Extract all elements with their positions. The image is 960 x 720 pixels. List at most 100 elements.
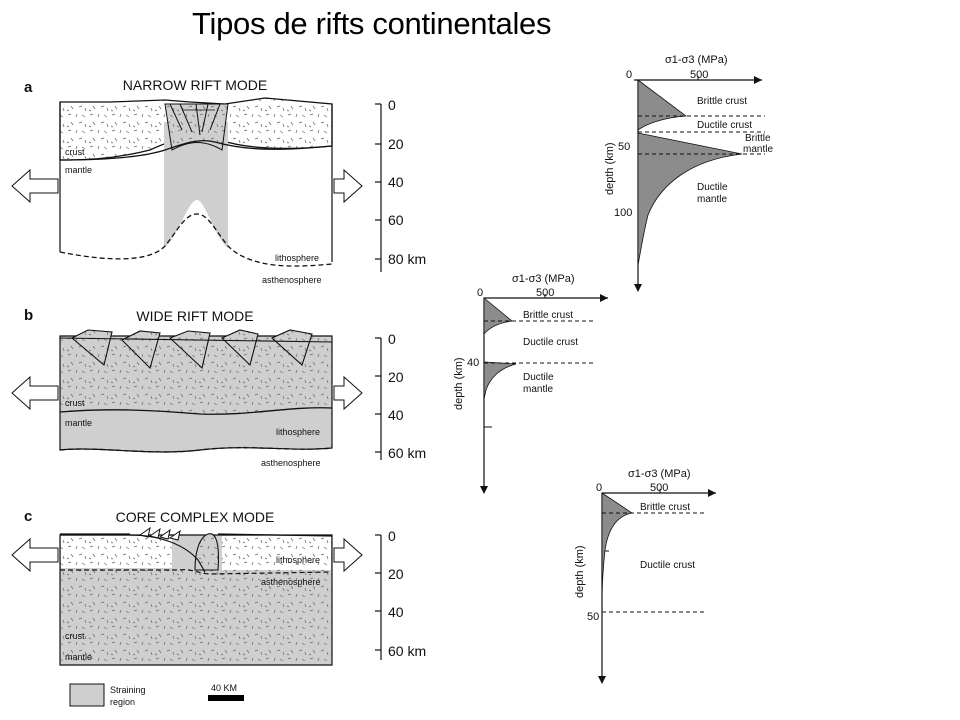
profile3-x-arrow xyxy=(708,489,716,497)
label-crust-c: crust xyxy=(65,631,85,641)
fault-lines-a xyxy=(169,103,221,136)
profile3-y-label: depth (km) xyxy=(574,545,586,598)
depth-tick-b-3: 60 km xyxy=(388,445,426,461)
depth-tick-a-1: 20 xyxy=(388,136,404,152)
profile1-x-arrow xyxy=(754,76,762,84)
label-lithosphere-a: lithosphere xyxy=(275,253,319,263)
straining-region-a xyxy=(164,122,228,248)
panel-title-c: CORE COMPLEX MODE xyxy=(116,509,275,525)
profile3-x-tick-0: 0 xyxy=(596,482,602,494)
detachment-c xyxy=(129,534,206,573)
depth-tick-c-0: 0 xyxy=(388,528,396,544)
profile1-zone-brittle-mantle-1: Brittle xyxy=(745,133,771,144)
profile3-zone-ductile-crust: Ductile crust xyxy=(640,560,695,571)
panel-wide-rift: b WIDE RIFT MODE crust mantle lithospher… xyxy=(11,307,426,468)
profile1-zone-brittle-mantle-2: mantle xyxy=(743,144,773,155)
profile1-x-tick-1: 500 xyxy=(690,69,708,81)
label-crust-a: crust xyxy=(65,147,85,157)
straining-swatch xyxy=(69,683,105,707)
legend: Straining region 40 KM xyxy=(69,683,244,707)
profile2-ductile-mantle xyxy=(483,361,517,401)
panel-letter-c: c xyxy=(24,508,32,525)
panel-title-b: WIDE RIFT MODE xyxy=(136,308,253,324)
lithosphere-box-a xyxy=(59,102,333,262)
upper-crust-c xyxy=(61,536,331,570)
legend-straining-line1: Straining xyxy=(110,685,146,695)
scale-bar-label: 40 KM xyxy=(211,683,237,693)
rift-faults-a xyxy=(164,103,229,151)
extension-arrow-left-a xyxy=(11,168,59,204)
profile2-y-label: depth (km) xyxy=(453,357,465,410)
extension-arrow-left-c xyxy=(11,537,59,573)
profile1-zone-ductile-crust: Ductile crust xyxy=(697,120,752,131)
depth-tick-c-1: 20 xyxy=(388,566,404,582)
depth-tick-a-4: 80 km xyxy=(388,251,426,267)
moho-a xyxy=(59,139,333,161)
depth-tick-b-0: 0 xyxy=(388,331,396,347)
depth-tick-c-2: 40 xyxy=(388,604,404,620)
stress-profile-core: σ1-σ3 (MPa) 0 500 Brittle crust Ductile … xyxy=(574,468,716,684)
extension-arrow-right-c xyxy=(333,537,363,573)
profile1-zone-ductile-mantle-1: Ductile xyxy=(697,182,728,193)
profile2-zone-ductile-mantle-1: Ductile xyxy=(523,372,554,383)
surface-b xyxy=(59,337,333,343)
profile2-x-label: σ1-σ3 (MPa) xyxy=(512,273,574,285)
depth-tick-a-0: 0 xyxy=(388,97,396,113)
panel-narrow-rift: a NARROW RIFT MODE crust mantle lithosph… xyxy=(11,77,426,285)
surface-c xyxy=(60,533,333,537)
profile1-x-tick-0: 0 xyxy=(626,69,632,81)
profile2-x-arrow xyxy=(600,294,608,302)
profile1-x-label: σ1-σ3 (MPa) xyxy=(665,54,727,66)
profile3-x-tick-1: 500 xyxy=(650,482,668,494)
profile2-zone-brittle-crust: Brittle crust xyxy=(523,310,573,321)
lab-a xyxy=(59,213,333,267)
label-asthenosphere-a: asthenosphere xyxy=(262,275,322,285)
profile3-y-arrow xyxy=(598,676,606,684)
depth-tick-b-2: 40 xyxy=(388,407,404,423)
label-crust-b: crust xyxy=(65,398,85,408)
label-mantle-a: mantle xyxy=(65,165,92,175)
depth-tick-a-3: 60 xyxy=(388,212,404,228)
profile1-zone-ductile-mantle-2: mantle xyxy=(697,194,727,205)
stress-profile-wide: σ1-σ3 (MPa) 0 500 Brittle crust Ductile … xyxy=(453,273,608,494)
depth-scale-b xyxy=(375,337,382,460)
profile2-zone-ductile-mantle-2: mantle xyxy=(523,384,553,395)
core-dome-c xyxy=(194,533,219,571)
extension-arrow-left-b xyxy=(11,375,59,411)
profile2-brittle-crust xyxy=(483,297,513,336)
moho-b xyxy=(59,407,333,415)
mantle-b xyxy=(61,407,331,451)
profile1-y-tick-0: 50 xyxy=(618,141,630,153)
profile1-y-tick-1: 100 xyxy=(614,207,632,219)
label-lithosphere-b: lithosphere xyxy=(276,427,320,437)
panel-core-complex: c CORE COMPLEX MODE lithosphere asthenos… xyxy=(11,508,426,666)
profile1-y-label: depth (km) xyxy=(604,142,616,195)
extension-arrow-right-a xyxy=(333,168,363,204)
profile3-y-tick-0: 50 xyxy=(587,611,599,623)
profile2-boundaries xyxy=(484,320,596,364)
depth-tick-b-1: 20 xyxy=(388,369,404,385)
profile1-brittle-crust xyxy=(637,79,688,131)
profile1-y-arrow xyxy=(634,284,642,292)
profile1-zone-brittle-crust: Brittle crust xyxy=(697,96,747,107)
depth-tick-c-3: 60 km xyxy=(388,643,426,659)
depth-scale-a xyxy=(375,103,382,272)
profile2-zone-ductile-crust: Ductile crust xyxy=(523,337,578,348)
profile2-y-tick-0: 40 xyxy=(467,357,479,369)
legend-straining-line2: region xyxy=(110,697,135,707)
profile1-brittle-mantle xyxy=(637,132,743,266)
depth-scale-c xyxy=(375,534,382,660)
slide-title: Tipos de rifts continentales xyxy=(192,6,552,41)
profile3-x-label: σ1-σ3 (MPa) xyxy=(628,468,690,480)
bd-transition-c xyxy=(60,568,333,575)
profile3-boundaries xyxy=(602,512,705,613)
stress-profile-narrow: σ1-σ3 (MPa) 0 500 Brittle crust Ductile … xyxy=(604,54,773,292)
label-asthenosphere-c: asthenosphere xyxy=(261,577,321,587)
scale-bar xyxy=(208,695,244,701)
profile2-x-tick-0: 0 xyxy=(477,287,483,299)
profile2-x-tick-1: 500 xyxy=(536,287,554,299)
panel-letter-b: b xyxy=(24,307,33,324)
label-mantle-c: mantle xyxy=(65,652,92,662)
label-asthenosphere-b: asthenosphere xyxy=(261,458,321,468)
profile2-y-arrow xyxy=(480,486,488,494)
